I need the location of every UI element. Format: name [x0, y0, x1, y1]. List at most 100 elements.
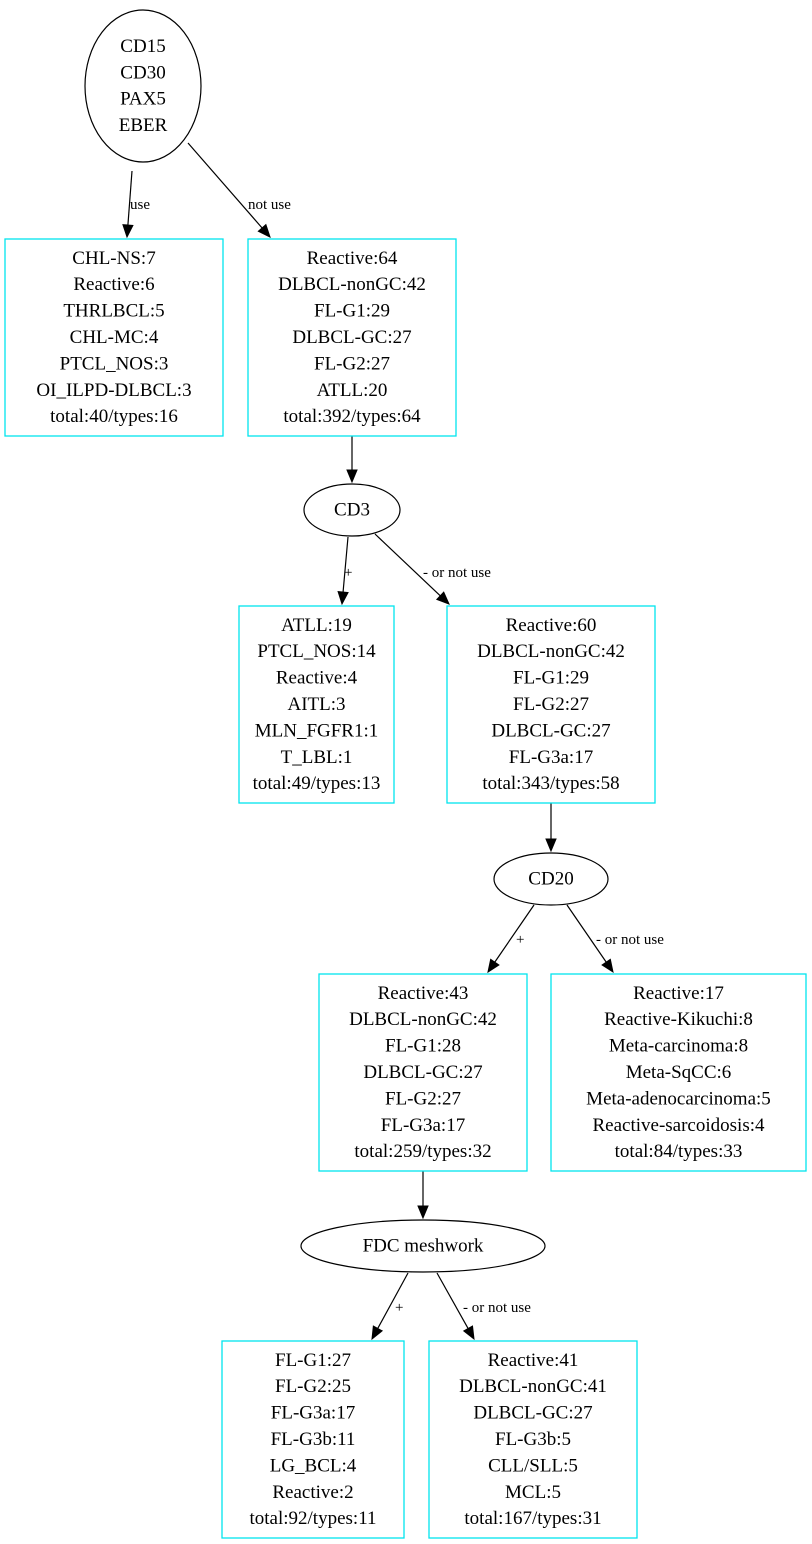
node-border [318, 973, 528, 1172]
node-line: total:343/types:58 [482, 773, 619, 794]
node-line: Reactive-Kikuchi:8 [604, 1009, 753, 1030]
edges-layer: use not use + - or not use + - or not use + - o… [122, 142, 664, 1341]
edge-label: + [395, 1300, 403, 1316]
node-line: Meta-adenocarcinoma:5 [586, 1088, 771, 1109]
node-line: CD15 [120, 36, 165, 57]
edge-label: + [516, 932, 524, 948]
node-line: ATLL:19 [281, 615, 352, 636]
node-line: DLBCL-GC:27 [363, 1062, 482, 1083]
question-node-cd20: CD20 [493, 852, 609, 906]
node-line: LG_BCL:4 [270, 1455, 357, 1476]
node-line: total:49/types:13 [253, 773, 381, 794]
node-line: CD20 [528, 869, 573, 890]
edge-q1-to-r2: not use [187, 142, 291, 238]
node-line: Reactive-sarcoidosis:4 [592, 1115, 765, 1136]
edge-label: - or not use [463, 1300, 531, 1316]
node-line: Meta-carcinoma:8 [609, 1036, 748, 1057]
node-line: MLN_FGFR1:1 [255, 720, 379, 741]
node-line: FL-G1:29 [314, 301, 390, 322]
node-line: PAX5 [120, 89, 166, 110]
node-line: FL-G2:27 [513, 694, 589, 715]
node-border [247, 238, 457, 437]
edge-label: - or not use [423, 565, 491, 581]
node-line: total:40/types:16 [50, 406, 178, 427]
node-line: total:84/types:33 [615, 1141, 743, 1162]
node-line: DLBCL-GC:27 [473, 1403, 592, 1424]
result-box-reactive-60: Reactive:60DLBCL-nonGC:42FL-G1:29FL-G2:2… [446, 605, 656, 804]
edge-q4-to-r8: - or not use [436, 1272, 531, 1341]
node-line: FDC meshwork [363, 1236, 484, 1257]
node-line: Reactive:2 [272, 1482, 353, 1503]
node-line: FL-G3a:17 [381, 1115, 465, 1136]
node-line: DLBCL-nonGC:41 [459, 1376, 607, 1397]
edge-label: + [344, 565, 352, 581]
node-line: MCL:5 [505, 1482, 561, 1503]
node-line: FL-G3a:17 [271, 1403, 355, 1424]
node-line: DLBCL-nonGC:42 [349, 1009, 497, 1030]
node-line: EBER [119, 115, 168, 136]
edge-r5-to-q4 [417, 1171, 429, 1220]
node-line: CD30 [120, 62, 165, 83]
node-line: FL-G1:27 [275, 1350, 351, 1371]
edge-q3-to-r6: - or not use [566, 904, 664, 974]
node-border [238, 605, 395, 804]
arrowhead-icon [257, 223, 271, 238]
edge-q2-to-r4: - or not use [374, 533, 491, 605]
node-line: PTCL_NOS:3 [60, 353, 169, 374]
arrowhead-icon [601, 958, 614, 974]
result-box-atll: ATLL:19PTCL_NOS:14Reactive:4AITL:3MLN_FG… [238, 605, 395, 804]
node-border [4, 238, 224, 437]
node-line: total:167/types:31 [464, 1508, 601, 1529]
node-border [550, 973, 807, 1172]
arrowhead-icon [371, 1325, 384, 1341]
node-ellipse [303, 483, 401, 537]
edge-line [377, 1272, 409, 1329]
edge-r4-to-q3 [545, 803, 557, 853]
node-line: Meta-SqCC:6 [626, 1062, 732, 1083]
edge-line [494, 904, 535, 963]
node-border [428, 1340, 638, 1539]
node-line: Reactive:4 [276, 668, 358, 689]
edge-line [374, 533, 441, 597]
result-box-reactive-17: Reactive:17Reactive-Kikuchi:8Meta-carcin… [550, 973, 807, 1172]
result-box-fl-g1: FL-G1:27FL-G2:25FL-G3a:17FL-G3b:11LG_BCL… [221, 1340, 405, 1539]
node-line: T_LBL:1 [281, 747, 353, 768]
node-line: OI_ILPD-DLBCL:3 [36, 380, 191, 401]
edge-line [566, 904, 607, 963]
node-line: CD3 [334, 500, 370, 521]
edge-label: use [130, 197, 150, 213]
edge-q1-to-r1: use [122, 170, 150, 239]
node-ellipse [84, 9, 202, 163]
node-line: Reactive:64 [307, 248, 398, 269]
nodes-layer: CD15CD30PAX5EBERCHL-NS:7Reactive:6THRLBC… [4, 9, 807, 1539]
node-line: DLBCL-GC:27 [491, 720, 610, 741]
edge-line [187, 142, 263, 229]
node-line: FL-G1:28 [385, 1036, 461, 1057]
arrowhead-icon [435, 591, 450, 605]
node-line: FL-G2:25 [275, 1376, 351, 1397]
question-node-cd3: CD3 [303, 483, 401, 537]
edge-q4-to-r7: + [371, 1272, 409, 1341]
node-line: FL-G3b:11 [271, 1429, 356, 1450]
edge-r2-to-q2 [346, 436, 358, 484]
arrowhead-icon [462, 1325, 475, 1341]
node-line: FL-G2:27 [385, 1088, 461, 1109]
node-line: Reactive:41 [488, 1350, 579, 1371]
node-line: AITL:3 [287, 694, 345, 715]
node-line: Reactive:17 [633, 983, 724, 1004]
edge-label: not use [248, 197, 291, 213]
node-line: DLBCL-nonGC:42 [278, 274, 426, 295]
node-line: DLBCL-nonGC:42 [477, 641, 625, 662]
node-line: FL-G3b:5 [495, 1429, 571, 1450]
edge-q2-to-r3: + [337, 536, 352, 606]
node-line: total:259/types:32 [354, 1141, 491, 1162]
node-line: Reactive:60 [506, 615, 597, 636]
edge-line [436, 1272, 469, 1329]
node-line: FL-G3a:17 [509, 747, 593, 768]
result-box-reactive-64: Reactive:64DLBCL-nonGC:42FL-G1:29DLBCL-G… [247, 238, 457, 437]
node-line: FL-G1:29 [513, 668, 589, 689]
edge-label: - or not use [596, 932, 664, 948]
node-border [446, 605, 656, 804]
